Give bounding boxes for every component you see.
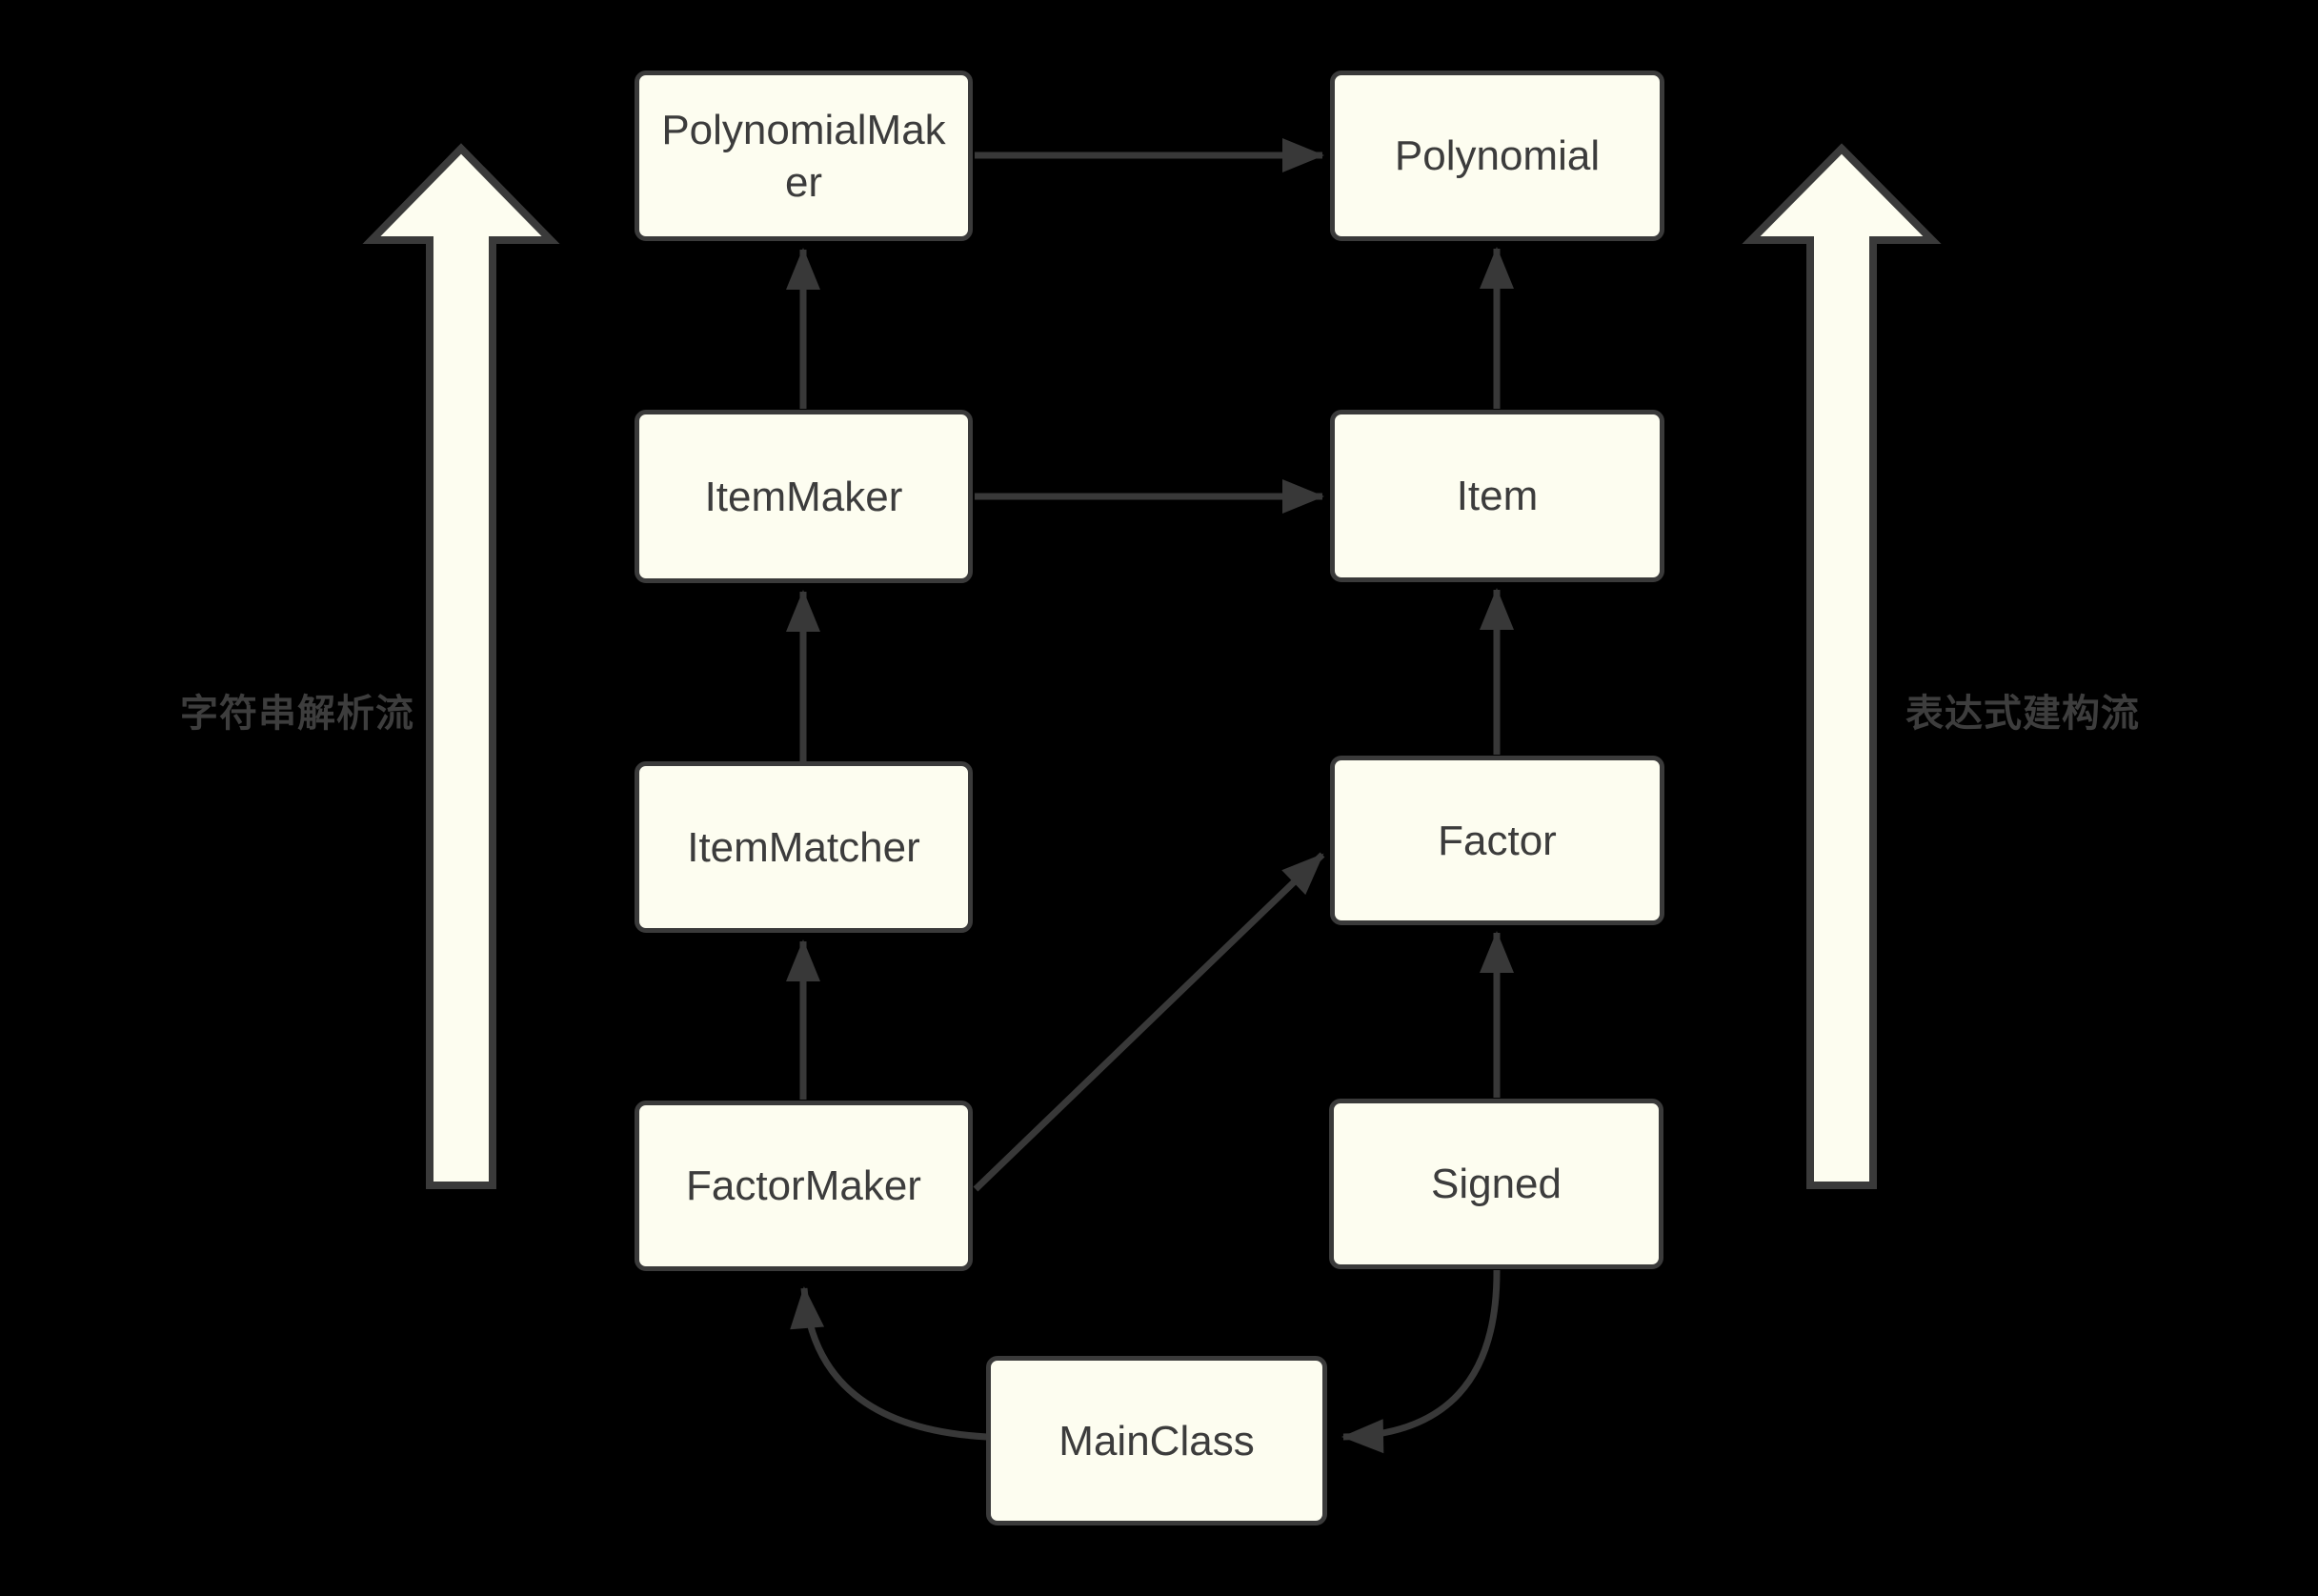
edge-signed-to-mainclass bbox=[1341, 1269, 1501, 1454]
right-flow-label: 表达式建构流 bbox=[1905, 693, 2140, 735]
node-item-maker-label: ItemMaker bbox=[704, 473, 903, 520]
node-main-class: MainClass bbox=[986, 1356, 1327, 1525]
node-polynomial-maker: PolynomialMaker bbox=[635, 71, 973, 241]
flow-arrow-right-icon bbox=[1742, 143, 1942, 1189]
node-signed-label: Signed bbox=[1430, 1161, 1562, 1207]
edge-mainclass-to-factormaker bbox=[790, 1286, 988, 1441]
flow-arrow-left-icon bbox=[362, 143, 560, 1189]
node-item-matcher: ItemMatcher bbox=[635, 761, 973, 933]
node-item-matcher-label: ItemMatcher bbox=[687, 823, 920, 871]
node-factor-label: Factor bbox=[1438, 817, 1557, 864]
left-flow-label: 字符串解析流 bbox=[180, 693, 414, 735]
node-polynomial-maker-label: PolynomialMaker bbox=[661, 106, 946, 206]
node-polynomial: Polynomial bbox=[1330, 71, 1664, 241]
node-item: Item bbox=[1330, 410, 1664, 582]
node-factor: Factor bbox=[1330, 756, 1664, 925]
node-item-maker: ItemMaker bbox=[635, 410, 973, 583]
node-signed: Signed bbox=[1329, 1099, 1663, 1269]
edge-factormaker-to-factor bbox=[973, 852, 1325, 1192]
node-factor-maker: FactorMaker bbox=[635, 1101, 973, 1271]
node-factor-maker-label: FactorMaker bbox=[686, 1162, 921, 1209]
node-main-class-label: MainClass bbox=[1058, 1417, 1255, 1465]
node-item-label: Item bbox=[1456, 473, 1539, 519]
node-polynomial-label: Polynomial bbox=[1394, 132, 1601, 179]
